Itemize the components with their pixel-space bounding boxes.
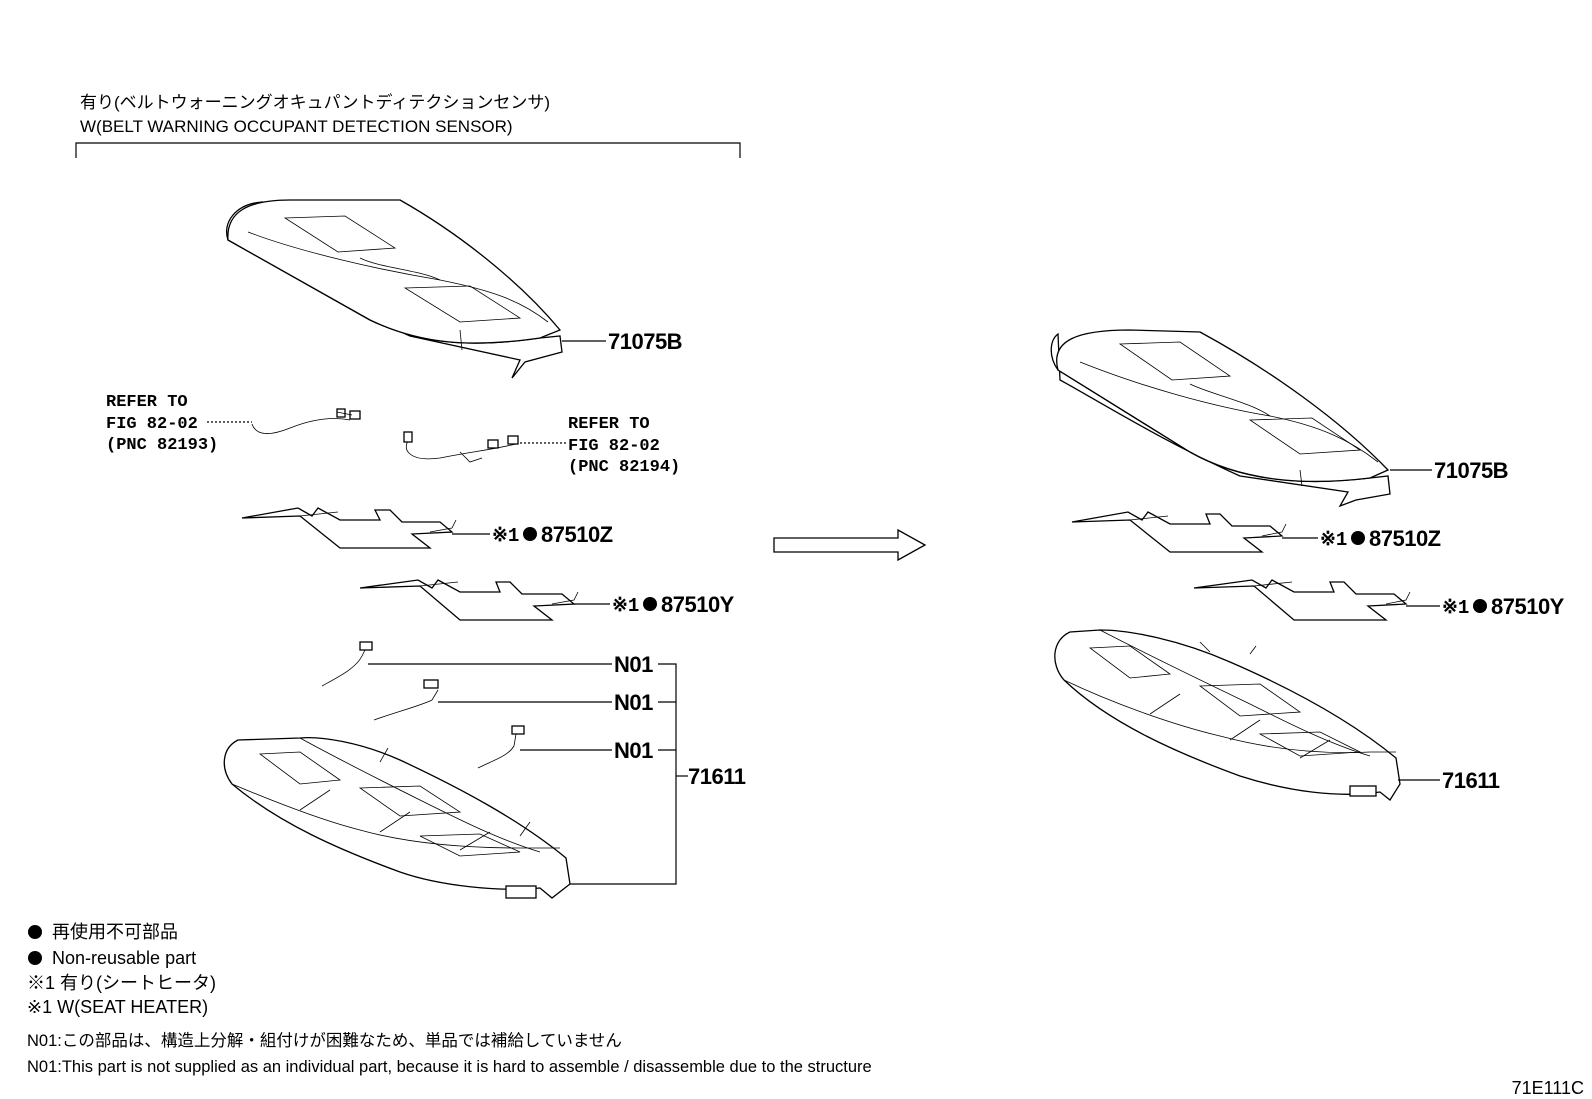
seat-cushion-right [1054,629,1401,801]
bracket-71611-left [570,663,677,885]
ref-2-line1: REFER TO [568,415,650,434]
seat-heater-y-right [1193,579,1411,621]
label-heater-y-right: 87510Y [1491,594,1565,619]
seat-cover-left [226,199,563,379]
ref-2-line2: FIG 82-02 [568,437,660,456]
note-n01-en: N01:This part is not supplied as an indi… [27,1058,872,1076]
legend-dot-jp: 再使用不可部品 [52,922,178,942]
mark-heater-z-left: ※1 [492,525,519,547]
n01-wire-a [321,641,373,687]
label-n01-b: N01 [614,690,653,715]
mark-heater-z-right: ※1 [1320,529,1347,551]
legend: 再使用不可部品 Non-reusable part ※1 有り(シートヒータ) … [27,922,216,1017]
seat-heater-y-left [359,579,579,621]
label-cushion-right: 71611 [1442,768,1500,793]
ref-1-line2: FIG 82-02 [106,415,198,434]
seat-heater-z-left [241,507,457,549]
ref-1: REFER TO FIG 82-02 (PNC 82193) [106,393,218,455]
label-heater-z-left: 87510Z [541,522,613,547]
label-n01-a: N01 [614,652,653,677]
note-n01-jp: N01:この部品は、構造上分解・組付けが困難なため、単品では補給していません [27,1031,622,1050]
ref-2-line3: (PNC 82194) [568,458,680,477]
ref-1-line3: (PNC 82193) [106,436,218,455]
n01-wire-c [477,725,525,769]
nonreusable-dot-z-left [523,527,537,541]
nonreusable-dot-z-right [1351,531,1365,545]
sensor-harness-2 [403,431,519,463]
transition-arrow [773,528,927,562]
seat-cushion-left [223,737,571,899]
sensor-harness-1 [251,408,361,434]
mark-heater-y-right: ※1 [1442,597,1469,619]
legend-dot-2 [28,951,42,965]
header-jp: 有り(ベルトウォーニングオキュパントディテクションセンサ) [80,92,550,112]
nonreusable-dot-y-left [643,597,657,611]
figure-id: 71E111C [1512,1078,1584,1098]
label-cover-right: 71075B [1434,458,1508,483]
legend-dot-en: Non-reusable part [52,948,196,968]
nonreusable-dot-y-right [1473,599,1487,613]
label-cushion-left: 71611 [688,764,746,789]
mark-heater-y-left: ※1 [612,595,639,617]
header-en: W(BELT WARNING OCCUPANT DETECTION SENSOR… [80,117,513,136]
seat-cover-right [1050,329,1391,508]
legend-dot-1 [28,925,42,939]
header-bracket [75,142,741,158]
ref-1-line1: REFER TO [106,393,188,412]
legend-mark-jp: ※1 有り(シートヒータ) [27,973,216,993]
label-heater-y-left: 87510Y [661,592,735,617]
label-cover-left: 71075B [608,329,682,354]
ref-2: REFER TO FIG 82-02 (PNC 82194) [568,415,680,477]
legend-mark-en: ※1 W(SEAT HEATER) [27,997,208,1017]
label-heater-z-right: 87510Z [1369,526,1441,551]
label-n01-c: N01 [614,738,653,763]
n01-wire-b [373,679,439,721]
seat-heater-z-right [1071,511,1287,553]
